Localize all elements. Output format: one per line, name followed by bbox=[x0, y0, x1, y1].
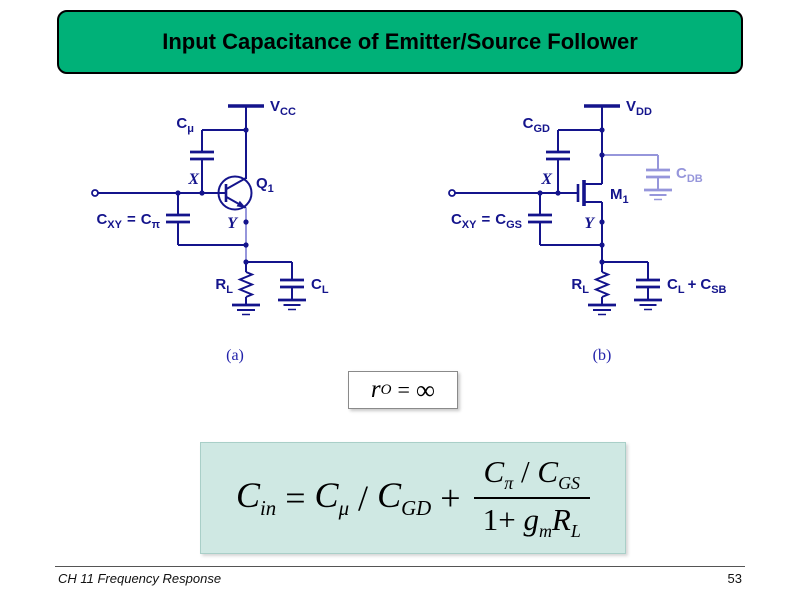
vdd-label: VDD bbox=[626, 98, 652, 118]
emitter-follower-circuit: VCC Cμ X Q1 Y bbox=[91, 98, 329, 364]
cmu-capacitor bbox=[190, 129, 246, 193]
cxy-cpi-label: CXY=Cπ bbox=[96, 211, 160, 231]
vcc-label: VCC bbox=[270, 98, 296, 118]
node-x-dot bbox=[199, 190, 205, 196]
node-y-label: Y bbox=[227, 215, 238, 232]
q1-transistor bbox=[217, 175, 253, 211]
node-y-dot bbox=[599, 219, 605, 225]
input-terminal bbox=[91, 189, 99, 197]
cgd-term: CGD bbox=[377, 475, 432, 521]
node-x-label: X bbox=[187, 171, 199, 188]
rl-resistor bbox=[237, 262, 255, 305]
equals-sign: = bbox=[285, 478, 306, 518]
node-y-label: Y bbox=[584, 215, 595, 232]
plus-sign: + bbox=[440, 478, 461, 518]
cmu-term: Cμ bbox=[314, 475, 350, 521]
caption-b: (b) bbox=[593, 347, 612, 364]
cxy-cgs-label: CXY=CGS bbox=[451, 211, 522, 231]
ground-icon bbox=[278, 298, 306, 311]
junction-dot bbox=[243, 259, 249, 265]
cmu-label: Cμ bbox=[176, 115, 194, 135]
m1-label: M1 bbox=[610, 186, 629, 206]
junction-dot bbox=[599, 127, 605, 133]
fraction-denominator: 1+ gmRL bbox=[482, 502, 581, 542]
infinity-symbol: ∞ bbox=[415, 374, 436, 405]
rl-resistor bbox=[593, 262, 611, 305]
cdb-label: CDB bbox=[676, 165, 703, 185]
rl-label: RL bbox=[215, 276, 233, 296]
cgd-label: CGD bbox=[523, 115, 550, 135]
cl-label: CL bbox=[311, 276, 329, 296]
node-y-dot bbox=[243, 219, 249, 225]
circuit-diagrams: VCC Cμ X Q1 Y bbox=[91, 98, 727, 364]
cgs-capacitor bbox=[528, 193, 602, 246]
cgd-capacitor bbox=[546, 129, 602, 193]
emitter-arrow-icon bbox=[236, 200, 246, 208]
slide-title-banner: Input Capacitance of Emitter/Source Foll… bbox=[57, 10, 743, 74]
fraction: Cπ / CGS 1+ gmRL bbox=[473, 454, 591, 542]
ground-icon bbox=[232, 303, 260, 316]
equals-sign: = bbox=[397, 377, 410, 402]
cdb-capacitor bbox=[602, 154, 672, 201]
fraction-numerator: Cπ / CGS bbox=[473, 454, 591, 499]
rl-label: RL bbox=[571, 276, 589, 296]
q1-label: Q1 bbox=[256, 175, 274, 195]
cin-formula-box: Cin = Cμ / CGD + Cπ / CGS 1+ gmRL bbox=[200, 442, 626, 554]
cpi-capacitor bbox=[166, 193, 246, 246]
footer-course-label: CH 11 Frequency Response bbox=[58, 571, 222, 586]
cl-capacitor bbox=[246, 261, 304, 300]
ground-icon bbox=[634, 298, 662, 311]
junction-dot bbox=[599, 242, 605, 248]
cin-term: Cin bbox=[235, 475, 277, 521]
junction-dot bbox=[599, 259, 605, 265]
page-number: 53 bbox=[727, 571, 742, 586]
caption-a: (a) bbox=[226, 347, 244, 364]
junction-dot bbox=[599, 152, 605, 158]
junction-dot bbox=[243, 242, 249, 248]
m1-transistor bbox=[576, 180, 602, 206]
ro-symbol: r bbox=[370, 376, 381, 403]
clsb-capacitor bbox=[602, 261, 660, 300]
junction-dot bbox=[243, 127, 249, 133]
junction-dot bbox=[537, 190, 543, 196]
slide-title: Input Capacitance of Emitter/Source Foll… bbox=[162, 29, 638, 54]
vcc-rail bbox=[228, 104, 264, 179]
node-x-label: X bbox=[540, 171, 552, 188]
junction-dot bbox=[175, 190, 181, 196]
ground-icon bbox=[588, 303, 616, 316]
cin-formula: Cin = Cμ / CGD + Cπ / CGS 1+ gmRL bbox=[235, 454, 591, 542]
source-follower-circuit: VDD CGD X M1 bbox=[448, 98, 727, 364]
ro-subscript: O bbox=[380, 381, 392, 398]
clsb-label: CL+CSB bbox=[667, 276, 727, 296]
footer-divider bbox=[55, 566, 745, 567]
vdd-rail bbox=[584, 104, 620, 184]
slash-sign: / bbox=[358, 478, 369, 518]
input-terminal bbox=[448, 189, 456, 197]
node-x-dot bbox=[555, 190, 561, 196]
